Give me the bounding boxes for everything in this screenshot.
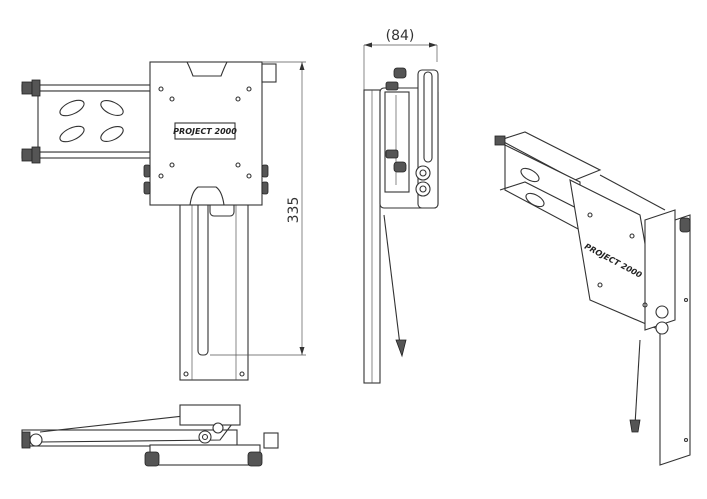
side-view: (84) <box>363 28 439 384</box>
logo-badge <box>174 122 236 140</box>
isometric-view: PROJECT 2000 <box>494 131 691 466</box>
height-dimension-label: 335 <box>286 197 302 224</box>
mounting-plate: PROJECT 2000 <box>143 61 277 206</box>
depth-dimension: (84) <box>363 28 438 90</box>
lock-knob <box>261 63 277 83</box>
height-dimension: 335 <box>210 61 306 356</box>
depth-dimension-label: (84) <box>386 28 415 44</box>
bottom-view <box>21 404 279 467</box>
lower-bracket <box>179 197 249 381</box>
front-view: PROJECT 2000 335 <box>21 61 306 381</box>
logo-text: PROJECT 2000 <box>173 127 237 136</box>
swing-arm <box>21 79 153 164</box>
